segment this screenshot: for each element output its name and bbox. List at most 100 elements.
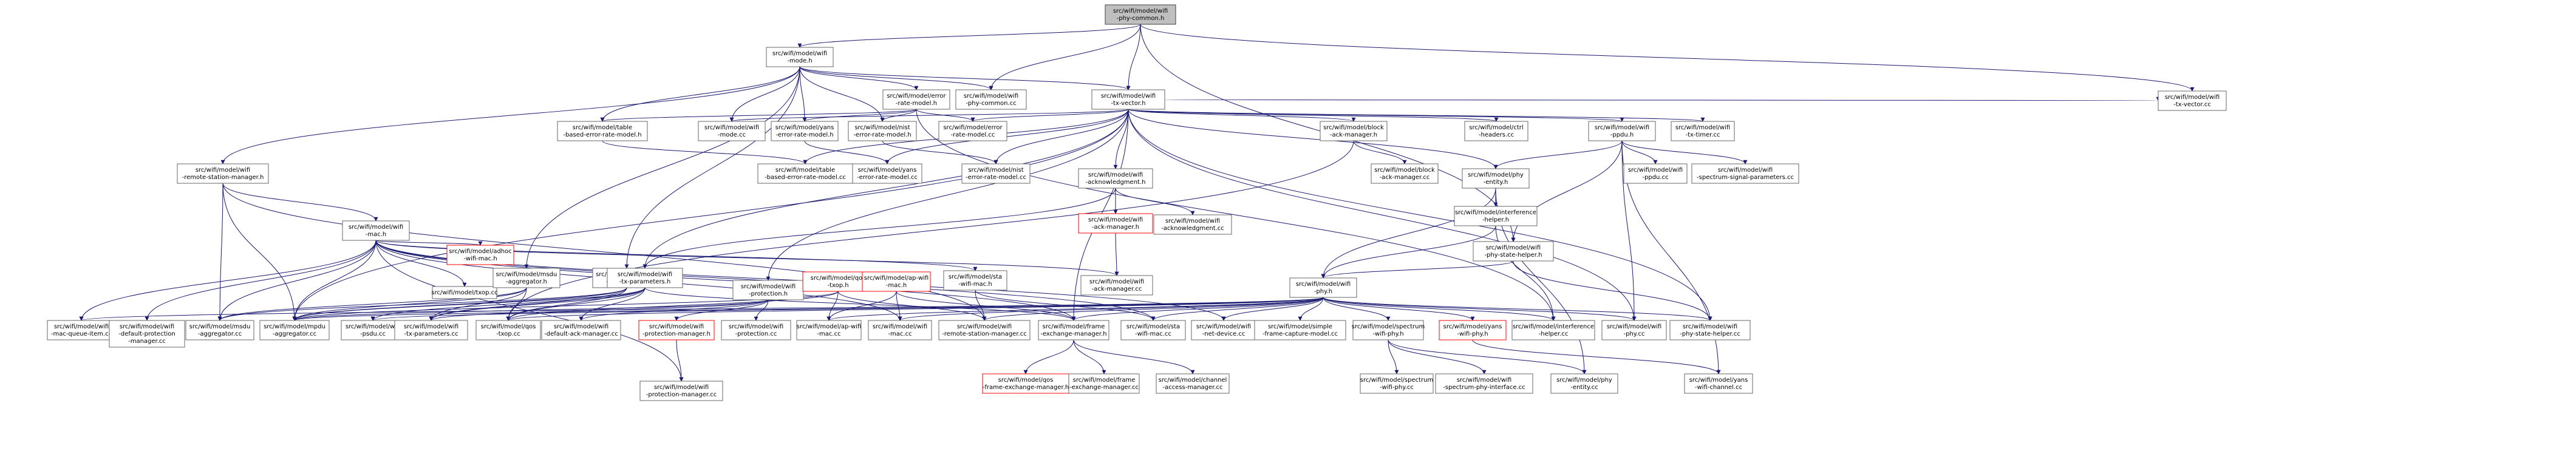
graph-node[interactable]: src/wifi/model/table-based-error-rate-mo… xyxy=(557,121,648,141)
dependency-edge xyxy=(799,66,993,90)
graph-node[interactable]: src/wifi/model/yans-error-rate-model.h xyxy=(771,121,839,141)
graph-node[interactable]: src/wifi/model/wifi-protection.cc xyxy=(721,320,791,340)
graph-node[interactable]: src/wifi/model/wifi-default-protection-m… xyxy=(109,320,185,348)
node-box xyxy=(1091,89,1165,110)
graph-node[interactable]: src/wifi/model/wifi-ack-manager.cc xyxy=(1080,275,1153,296)
graph-node[interactable]: src/wifi/model/wifi-mac-queue-item.cc xyxy=(47,320,116,340)
node-label-line: src/wifi/model/sta xyxy=(1126,323,1180,330)
node-label-line: -error-rate-model.cc xyxy=(857,174,918,181)
node-box xyxy=(852,163,922,184)
graph-node[interactable]: src/wifi/model/msdu-aggregator.cc xyxy=(185,320,254,340)
graph-node[interactable]: src/wifi/model/msdu-aggregator.h xyxy=(492,268,561,288)
graph-node[interactable]: src/wifi/model/wifi-mac.cc xyxy=(868,320,932,340)
graph-node[interactable]: src/wifi/model/interference-helper.h xyxy=(1454,206,1538,226)
dependency-edge xyxy=(1388,339,1587,374)
dependency-edge xyxy=(375,240,1119,276)
graph-node[interactable]: src/wifi/model/wifi-default-ack-manager.… xyxy=(541,320,621,340)
graph-node[interactable]: src/wifi/model/mpdu-aggregator.cc xyxy=(259,320,330,340)
node-label-line: src/wifi/model/adhoc xyxy=(449,248,512,255)
graph-node[interactable]: src/wifi/model/ctrl-headers.cc xyxy=(1464,121,1528,141)
graph-node[interactable]: src/wifi/model/wifi-protection-manager.h xyxy=(638,320,715,340)
graph-node[interactable]: src/wifi/model/interference-helper.cc xyxy=(1511,320,1595,340)
node-label-line: -protection.h xyxy=(749,291,788,297)
graph-node[interactable]: src/wifi/model/wifi-remote-station-manag… xyxy=(938,320,1031,340)
graph-node[interactable]: src/wifi/model/adhoc-wifi-mac.h xyxy=(446,245,514,265)
graph-node[interactable]: src/wifi/model/qos-txop.h xyxy=(802,271,874,292)
graph-node[interactable]: src/wifi/model/wifi-phy-common.h xyxy=(1105,4,1176,25)
node-label-line: -spectrum-signal-parameters.cc xyxy=(1697,174,1794,181)
graph-node[interactable]: src/wifi/model/wifi-tx-timer.cc xyxy=(1671,121,1735,141)
graph-node[interactable]: src/wifi/model/phy-entity.h xyxy=(1462,168,1530,189)
dependency-edge xyxy=(898,297,1324,321)
node-label-line: src/wifi/model/frame xyxy=(1043,323,1105,330)
graph-node[interactable]: src/wifi/model/nist-error-rate-model.cc xyxy=(961,163,1031,184)
dependency-edge xyxy=(1388,339,1399,374)
graph-node[interactable]: src/wifi/model/wifi-phy.h xyxy=(1289,277,1357,298)
graph-node[interactable]: src/wifi/model/wifi-spectrum-phy-interfa… xyxy=(1435,373,1533,394)
graph-node[interactable]: src/wifi/model/wifi-ppdu.cc xyxy=(1623,163,1688,184)
graph-node[interactable]: src/wifi/model/wifi-tx-parameters.h xyxy=(607,268,683,288)
graph-node[interactable]: src/wifi/model/wifi-mode.h xyxy=(766,47,834,67)
graph-node[interactable]: src/wifi/model/sta-wifi-mac.cc xyxy=(1120,320,1186,340)
dependency-edge xyxy=(293,297,1324,321)
node-label-line: -wifi-mac.cc xyxy=(1135,331,1171,337)
dependency-edge xyxy=(1621,140,1658,164)
graph-node[interactable]: src/wifi/model/sta-wifi-mac.h xyxy=(943,270,1007,291)
graph-node[interactable]: src/wifi/model/error-rate-model.h xyxy=(882,89,950,110)
graph-node[interactable]: src/wifi/model/wifi-phy-state-helper.cc xyxy=(1669,320,1751,340)
dependency-edge xyxy=(1128,109,1637,321)
node-label-line: src/wifi/model/wifi xyxy=(873,323,927,330)
graph-node[interactable]: src/wifi/model/error-rate-model.cc xyxy=(938,121,1007,141)
graph-node[interactable]: src/wifi/model/nist-error-rate-model.h xyxy=(848,121,917,141)
graph-node[interactable]: src/wifi/model/qos-frame-exchange-manage… xyxy=(982,373,1069,394)
graph-node[interactable]: src/wifi/model/frame-exchange-manager.h xyxy=(1038,320,1109,340)
node-label-line: -tx-parameters.h xyxy=(619,279,671,285)
graph-node[interactable]: src/wifi/model/yans-wifi-channel.cc xyxy=(1684,373,1753,394)
graph-node[interactable]: src/wifi/model/wifi-net-device.cc xyxy=(1191,320,1256,340)
graph-node[interactable]: src/wifi/model/block-ack-manager.cc xyxy=(1371,163,1439,184)
graph-node[interactable]: src/wifi/model/spectrum-wifi-phy.cc xyxy=(1360,373,1434,394)
graph-node[interactable]: src/wifi/model/txop.cc xyxy=(431,286,498,299)
graph-node[interactable]: src/wifi/model/wifi-tx-vector.h xyxy=(1091,89,1165,110)
graph-node[interactable]: src/wifi/model/simple-frame-capture-mode… xyxy=(1254,320,1346,340)
graph-node[interactable]: src/wifi/model/wifi-acknowledgment.cc xyxy=(1153,214,1232,235)
graph-node[interactable]: src/wifi/model/ap-wifi-mac.h xyxy=(862,271,931,292)
graph-node[interactable]: src/wifi/model/wifi-tx-parameters.cc xyxy=(394,320,468,340)
node-box xyxy=(868,320,932,340)
graph-node[interactable]: src/wifi/model/wifi-phy.cc xyxy=(1601,320,1667,340)
graph-node[interactable]: src/wifi/model/table-based-error-rate-mo… xyxy=(757,163,853,184)
node-label-line: -error-rate-model.h xyxy=(775,132,833,138)
node-label-line: src/wifi/model/wifi xyxy=(1457,377,1511,384)
dependency-edge xyxy=(506,287,527,321)
graph-node[interactable]: src/wifi/model/wifi-tx-vector.cc xyxy=(2158,90,2227,111)
dependency-edge xyxy=(375,240,467,287)
graph-node[interactable]: src/wifi/model/spectrum-wifi-phy.h xyxy=(1352,320,1425,340)
graph-node[interactable]: src/wifi/model/wifi-spectrum-signal-para… xyxy=(1691,163,1799,184)
graph-node[interactable]: src/wifi/model/wifi-psdu.cc xyxy=(341,320,405,340)
dependency-edge xyxy=(217,183,223,321)
graph-node[interactable]: src/wifi/model/wifi-protection.h xyxy=(732,280,804,300)
graph-node[interactable]: src/wifi/model/wifi-mode.cc xyxy=(698,121,766,141)
node-box xyxy=(1511,320,1595,340)
graph-node[interactable]: src/wifi/model/wifi-remote-station-manag… xyxy=(177,163,269,184)
node-label-line: src/wifi/model/wifi xyxy=(349,224,403,231)
graph-node[interactable]: src/wifi/model/wifi-ppdu.h xyxy=(1588,121,1656,141)
graph-node[interactable]: src/wifi/model/wifi-phy-common.cc xyxy=(955,89,1027,110)
node-box xyxy=(638,320,715,340)
graph-node[interactable]: src/wifi/model/wifi-phy-state-helper.h xyxy=(1473,241,1554,262)
graph-node[interactable]: src/wifi/model/wifi-protection-manager.c… xyxy=(639,381,723,401)
graph-node[interactable]: src/wifi/model/qos-txop.cc xyxy=(475,320,541,340)
graph-node[interactable]: src/wifi/model/wifi-ack-manager.h xyxy=(1078,213,1153,234)
graph-node[interactable]: src/wifi/model/channel-access-manager.cc xyxy=(1156,373,1230,394)
graph-node[interactable]: src/wifi/model/yans-error-rate-model.cc xyxy=(852,163,922,184)
graph-node[interactable]: src/wifi/model/ap-wifi-mac.cc xyxy=(796,320,862,340)
graph-node[interactable]: src/wifi/model/block-ack-manager.h xyxy=(1320,121,1388,141)
node-label-line: -net-device.cc xyxy=(1202,331,1245,337)
graph-node[interactable]: src/wifi/model/wifi-acknowledgment.h xyxy=(1078,168,1153,189)
graph-node[interactable]: src/wifi/model/wifi-mac.h xyxy=(342,220,410,241)
node-label-line: src/wifi/model/wifi xyxy=(1607,323,1661,330)
node-label-line: -error-rate-model.h xyxy=(853,132,911,138)
graph-node[interactable]: src/wifi/model/frame-exchange-manager.cc xyxy=(1068,373,1140,394)
graph-node[interactable]: src/wifi/model/phy-entity.cc xyxy=(1550,373,1618,394)
graph-node[interactable]: src/wifi/model/yans-wifi-phy.h xyxy=(1439,320,1507,340)
